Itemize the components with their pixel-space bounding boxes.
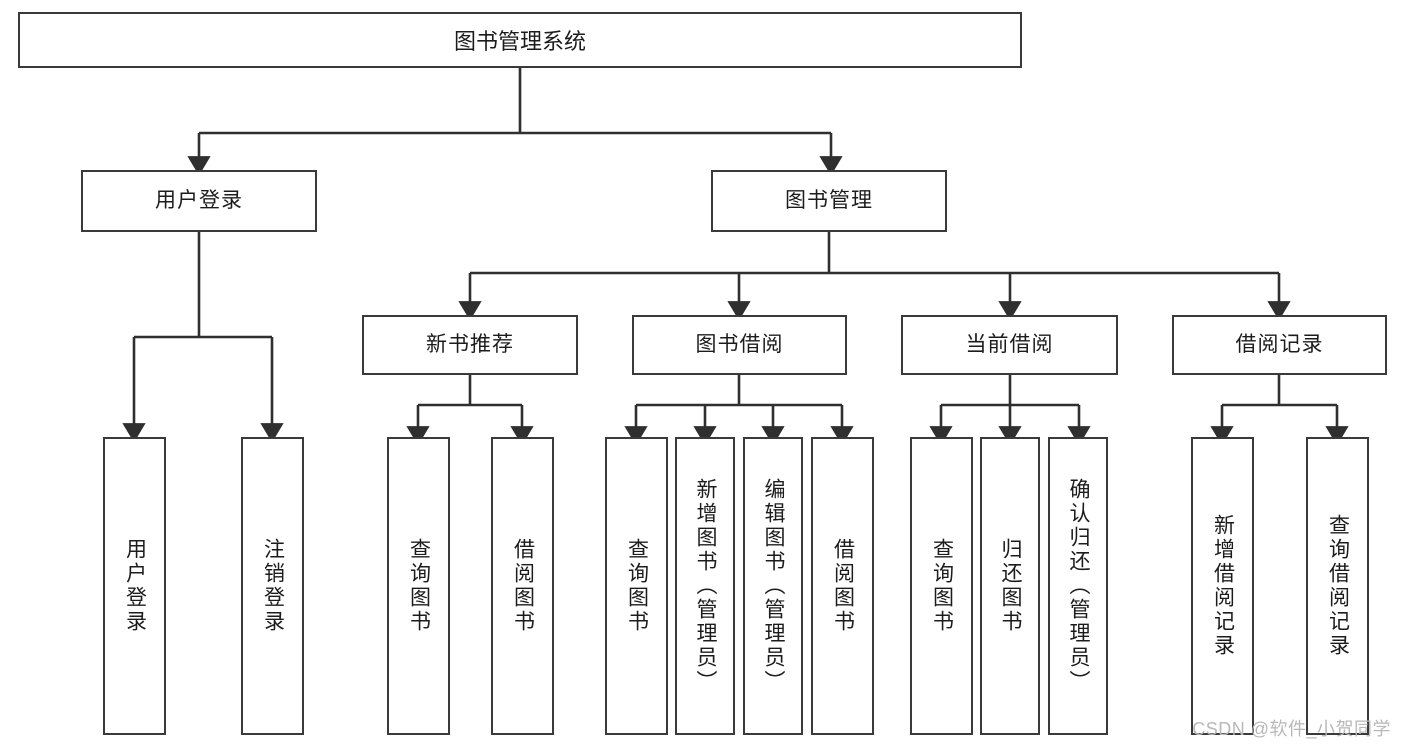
- leaf-borrow-book-recommend[interactable]: 借阅图书: [491, 437, 554, 735]
- node-label: 用户登录: [155, 189, 243, 213]
- leaf-user-logout[interactable]: 注销登录: [241, 437, 304, 735]
- leaf-label: 用户登录: [123, 538, 147, 634]
- leaf-label: 查询借阅记录: [1326, 514, 1350, 658]
- leaf-label: 归还图书: [999, 538, 1023, 634]
- leaf-edit-book-admin[interactable]: 编辑图书（管理员）: [743, 437, 803, 735]
- node-label: 新书推荐: [426, 333, 514, 357]
- node-user-login[interactable]: 用户登录: [81, 170, 317, 232]
- leaf-add-borrow-record[interactable]: 新增借阅记录: [1191, 437, 1254, 735]
- node-label: 图书管理系统: [453, 29, 586, 54]
- node-root-system[interactable]: 图书管理系统: [18, 12, 1022, 68]
- leaf-confirm-return-admin[interactable]: 确认归还（管理员）: [1048, 437, 1108, 735]
- node-book-management[interactable]: 图书管理: [711, 170, 947, 232]
- node-label: 当前借阅: [965, 333, 1054, 357]
- leaf-query-borrow-record[interactable]: 查询借阅记录: [1306, 437, 1369, 735]
- leaf-label: 查询图书: [407, 538, 431, 634]
- watermark-text: CSDN @软件_小贺同学: [1192, 719, 1391, 739]
- leaf-add-book-admin[interactable]: 新增图书（管理员）: [675, 437, 735, 735]
- node-current-borrow[interactable]: 当前借阅: [901, 315, 1118, 375]
- leaf-label: 新增图书（管理员）: [694, 478, 718, 694]
- node-borrow-record[interactable]: 借阅记录: [1172, 315, 1387, 375]
- node-label: 借阅记录: [1235, 333, 1324, 357]
- node-label: 图书借阅: [695, 333, 784, 357]
- leaf-label: 借阅图书: [831, 538, 855, 634]
- node-new-book-recommend[interactable]: 新书推荐: [362, 315, 578, 375]
- leaf-label: 查询图书: [930, 538, 954, 634]
- leaf-return-book[interactable]: 归还图书: [980, 437, 1040, 735]
- leaf-label: 注销登录: [261, 538, 285, 634]
- leaf-query-book-borrow[interactable]: 查询图书: [605, 437, 668, 735]
- leaf-label: 查询图书: [625, 538, 649, 634]
- leaf-borrow-book[interactable]: 借阅图书: [811, 437, 874, 735]
- node-label: 图书管理: [785, 189, 873, 213]
- node-book-borrow[interactable]: 图书借阅: [632, 315, 847, 375]
- leaf-label: 编辑图书（管理员）: [762, 478, 786, 694]
- leaf-label: 借阅图书: [511, 538, 535, 634]
- leaf-label: 新增借阅记录: [1211, 514, 1235, 658]
- leaf-label: 确认归还（管理员）: [1067, 478, 1091, 694]
- leaf-query-book-recommend[interactable]: 查询图书: [387, 437, 450, 735]
- leaf-query-book-current[interactable]: 查询图书: [910, 437, 973, 735]
- leaf-user-login[interactable]: 用户登录: [103, 437, 166, 735]
